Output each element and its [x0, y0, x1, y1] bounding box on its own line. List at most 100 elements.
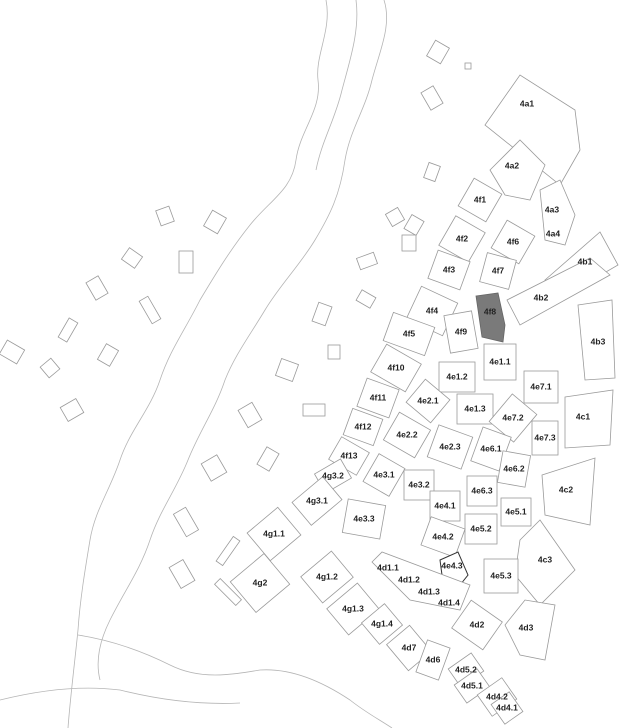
lot-4e3-1[interactable]	[362, 453, 406, 497]
lot-label: 4e5.2	[470, 523, 492, 533]
lot-label: 4e1.1	[489, 356, 511, 366]
lot-4e2-1[interactable]	[405, 378, 451, 424]
building	[0, 339, 26, 365]
lot-4e2-3[interactable]	[426, 424, 474, 470]
lot-label: 4d2	[470, 619, 485, 629]
lot-label: 4g1.2	[316, 571, 338, 581]
lot-4d2[interactable]	[451, 599, 503, 651]
lot-label: 4g2	[253, 577, 268, 587]
lot-label: 4d4.1	[496, 702, 518, 712]
building	[200, 454, 228, 482]
lot-label: 4e4.2	[432, 531, 454, 541]
lot-4e4-1[interactable]	[429, 490, 461, 522]
lot-label: 4f6	[507, 236, 520, 246]
lot-4e5-3[interactable]	[483, 558, 519, 594]
building	[120, 247, 144, 269]
building	[39, 357, 61, 379]
lot-4e6-2[interactable]	[496, 450, 532, 488]
lot-label: 4a2	[505, 160, 519, 170]
lot-4e5-2[interactable]	[464, 513, 498, 545]
lot-4a1[interactable]	[484, 74, 581, 186]
lot-4f7[interactable]	[479, 252, 517, 290]
lot-label: 4g1.3	[342, 603, 364, 613]
lot-4a3[interactable]	[539, 179, 576, 246]
lot-4d1-1[interactable]	[371, 551, 471, 611]
building	[172, 506, 200, 538]
building	[302, 403, 326, 417]
lot-4c2[interactable]	[541, 457, 596, 526]
lot-4e3-2[interactable]	[403, 469, 435, 501]
lot-label: 4e3.3	[353, 513, 375, 523]
lot-4b3[interactable]	[577, 299, 616, 381]
building	[384, 206, 406, 228]
lot-4g1-2[interactable]	[300, 550, 354, 604]
building	[168, 559, 196, 589]
lot-label: 4f11	[370, 392, 387, 402]
lot-4g1-4[interactable]	[360, 603, 404, 645]
lot-label: 4g3.2	[322, 470, 344, 480]
lot-4e7-2[interactable]	[488, 393, 538, 443]
lot-4e4-2[interactable]	[420, 516, 466, 558]
river-bottom-line	[77, 634, 393, 728]
lot-label: 4d5.2	[455, 664, 477, 674]
lot-4f6[interactable]	[490, 219, 536, 265]
lot-4f8[interactable]	[475, 292, 506, 343]
lot-4d3[interactable]	[504, 599, 556, 661]
lot-label: 4f12	[354, 421, 371, 431]
lot-4c1[interactable]	[564, 389, 614, 449]
lot-label: 4g1.4	[371, 618, 393, 628]
lot-4b2[interactable]	[506, 257, 611, 326]
lot-4a2[interactable]	[489, 139, 546, 201]
lot-label: 4e6.3	[471, 485, 493, 495]
building	[57, 317, 79, 343]
lot-label: 4f4	[426, 305, 439, 315]
building	[96, 343, 120, 367]
lot-4e2-2[interactable]	[382, 411, 432, 459]
river-bank-right	[97, 0, 387, 681]
lot-4e1-1[interactable]	[483, 343, 517, 381]
lot-label: 4a1	[520, 98, 534, 108]
building	[420, 85, 444, 111]
lot-4g1-1[interactable]	[246, 506, 302, 562]
lot-label: 4g3.1	[306, 495, 328, 505]
lot-label: 4d1.1	[377, 562, 399, 572]
lot-4f1[interactable]	[457, 177, 503, 223]
lot-4e7-1[interactable]	[523, 370, 559, 404]
lot-4e7-3[interactable]	[531, 420, 559, 456]
building	[155, 205, 175, 227]
building	[138, 295, 162, 325]
lot-label: 4b2	[534, 292, 549, 302]
lot-4f9[interactable]	[443, 310, 479, 354]
lot-4f2[interactable]	[438, 215, 486, 263]
lot-label: 4f13	[340, 450, 357, 460]
lot-4e1-2[interactable]	[438, 361, 476, 393]
lot-4f11[interactable]	[356, 377, 400, 419]
lot-4e5-1[interactable]	[500, 497, 532, 527]
lot-4g2[interactable]	[229, 552, 291, 614]
building	[256, 446, 280, 472]
lot-4e3-3[interactable]	[341, 498, 387, 540]
lot-4f5[interactable]	[382, 311, 436, 357]
building	[213, 577, 243, 607]
building	[401, 234, 417, 252]
lot-label: 4b3	[591, 336, 606, 346]
lot-label: 4e7.2	[502, 412, 524, 422]
lot-label: 4e7.3	[534, 432, 556, 442]
lot-label: 4e4.3	[441, 560, 463, 570]
river-banks	[0, 0, 393, 728]
lot-4d4-1[interactable]	[490, 691, 524, 725]
lot-4e1-3[interactable]	[456, 393, 494, 425]
lot-label: 4f8	[484, 306, 497, 316]
lot-4f10[interactable]	[370, 343, 422, 393]
lot-4g3-1[interactable]	[291, 476, 343, 526]
lot-4f3[interactable]	[427, 249, 471, 291]
lot-4e6-3[interactable]	[466, 475, 498, 507]
lot-4f12[interactable]	[342, 407, 384, 447]
lot-4d6[interactable]	[415, 639, 451, 681]
lot-label: 4e3.1	[373, 469, 395, 479]
lot-label: 4b1	[578, 256, 593, 266]
lot-label: 4f9	[455, 326, 468, 336]
building	[327, 344, 341, 360]
